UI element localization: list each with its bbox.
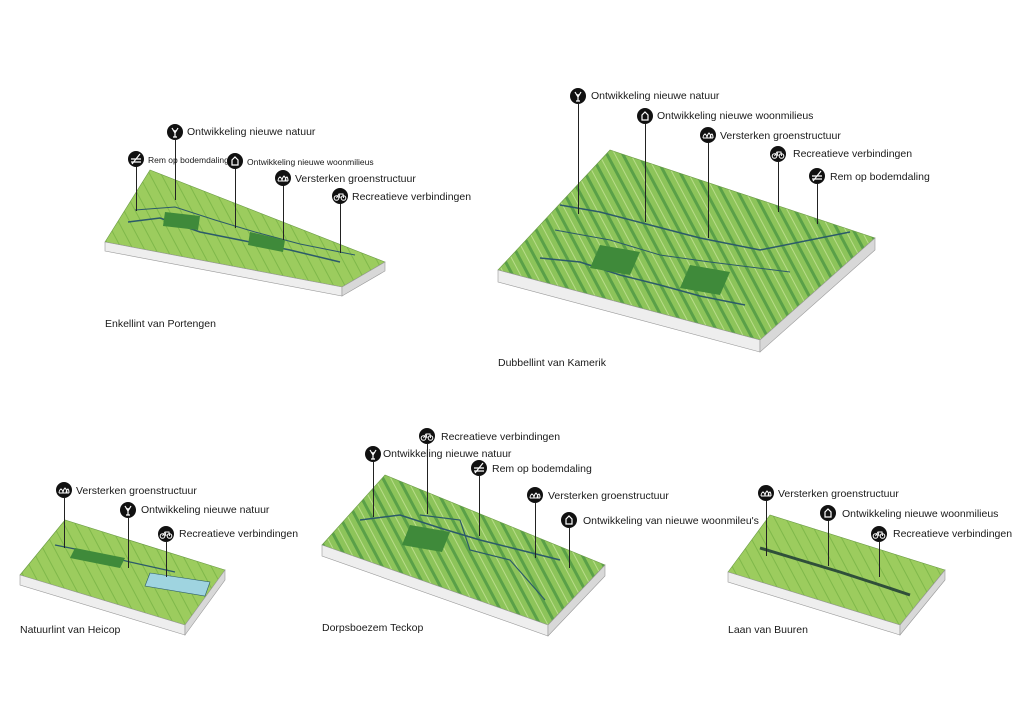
leader-line <box>128 518 129 568</box>
label-recreatie: Recreatieve verbindingen <box>793 148 913 160</box>
bicycle-icon <box>871 526 887 542</box>
reed-icon <box>120 502 136 518</box>
leader-line <box>175 140 176 200</box>
label-woon: Ontwikkeling nieuwe woonmilieus <box>842 508 999 520</box>
leader-line <box>645 124 646 222</box>
label-bodem: Rem op bodemdaling <box>830 171 930 183</box>
leader-line <box>166 542 167 577</box>
label-woon: Ontwikkeling nieuwe woonmilieus <box>657 110 814 122</box>
diagram-kamerik <box>497 149 876 353</box>
caption-kamerik: Dubbellint van Kamerik <box>498 357 606 369</box>
label-recreatie: Recreatieve verbindingen <box>893 528 1013 540</box>
label-natuur: Ontwikkeling nieuwe natuur <box>141 504 270 516</box>
leader-line <box>535 503 536 558</box>
caption-teckop: Dorpsboezem Teckop <box>322 622 424 634</box>
leader-line <box>340 203 341 253</box>
house-icon <box>227 153 243 169</box>
leader-line <box>479 476 480 536</box>
house-icon <box>637 108 653 124</box>
label-groen: Versterken groenstructuur <box>548 490 669 502</box>
leader-line <box>569 528 570 568</box>
label-groen: Versterken groenstructuur <box>778 488 899 500</box>
label-bodem: Rem op bodemdaling <box>492 463 592 475</box>
leader-line <box>766 501 767 556</box>
label-groen: Versterken groenstructuur <box>720 130 841 142</box>
label-groen: Versterken groenstructuur <box>295 173 416 185</box>
trees-icon <box>527 487 543 503</box>
house-icon <box>820 505 836 521</box>
leader-line <box>64 498 65 548</box>
reed-icon <box>167 124 183 140</box>
label-natuur: Ontwikkeling nieuwe natuur <box>187 126 316 138</box>
leader-line <box>879 542 880 577</box>
reed-icon <box>365 446 381 462</box>
bicycle-icon <box>158 526 174 542</box>
bicycle-icon <box>419 428 435 444</box>
diagram-heicop <box>19 519 226 636</box>
leader-line <box>235 168 236 228</box>
reed-icon <box>570 88 586 104</box>
no-subsidence-icon <box>471 460 487 476</box>
leader-line <box>136 166 137 211</box>
label-groen: Versterken groenstructuur <box>76 485 197 497</box>
trees-icon <box>275 170 291 186</box>
label-recreatie: Recreatieve verbindingen <box>441 431 561 443</box>
label-natuur: Ontwikkeling nieuwe natuur <box>383 448 512 460</box>
label-woon: Ontwikkeling nieuwe woonmilieus <box>247 157 374 167</box>
leader-line <box>828 521 829 566</box>
label-bodem: Rem op bodemdaling <box>148 155 229 165</box>
leader-line <box>283 185 284 240</box>
trees-icon <box>700 127 716 143</box>
label-recreatie: Recreatieve verbindingen <box>352 191 472 203</box>
no-subsidence-icon <box>809 168 825 184</box>
house-icon <box>561 512 577 528</box>
no-subsidence-icon <box>128 151 144 167</box>
label-woon: Ontwikkeling van nieuwe woonmileu's <box>583 515 759 527</box>
bicycle-icon <box>332 188 348 204</box>
caption-heicop: Natuurlint van Heicop <box>20 624 121 636</box>
leader-line <box>708 143 709 238</box>
trees-icon <box>758 485 774 501</box>
trees-icon <box>56 482 72 498</box>
caption-portengen: Enkellint van Portengen <box>105 318 216 330</box>
diagram-teckop <box>321 474 606 637</box>
caption-buuren: Laan van Buuren <box>728 624 808 636</box>
bicycle-icon <box>770 146 786 162</box>
leader-line <box>817 184 818 224</box>
diagram-buuren <box>727 514 946 636</box>
leader-line <box>578 104 579 214</box>
leader-line <box>778 162 779 212</box>
label-recreatie: Recreatieve verbindingen <box>179 528 299 540</box>
leader-line <box>427 444 428 514</box>
leader-line <box>373 462 374 517</box>
label-natuur: Ontwikkeling nieuwe natuur <box>591 90 720 102</box>
